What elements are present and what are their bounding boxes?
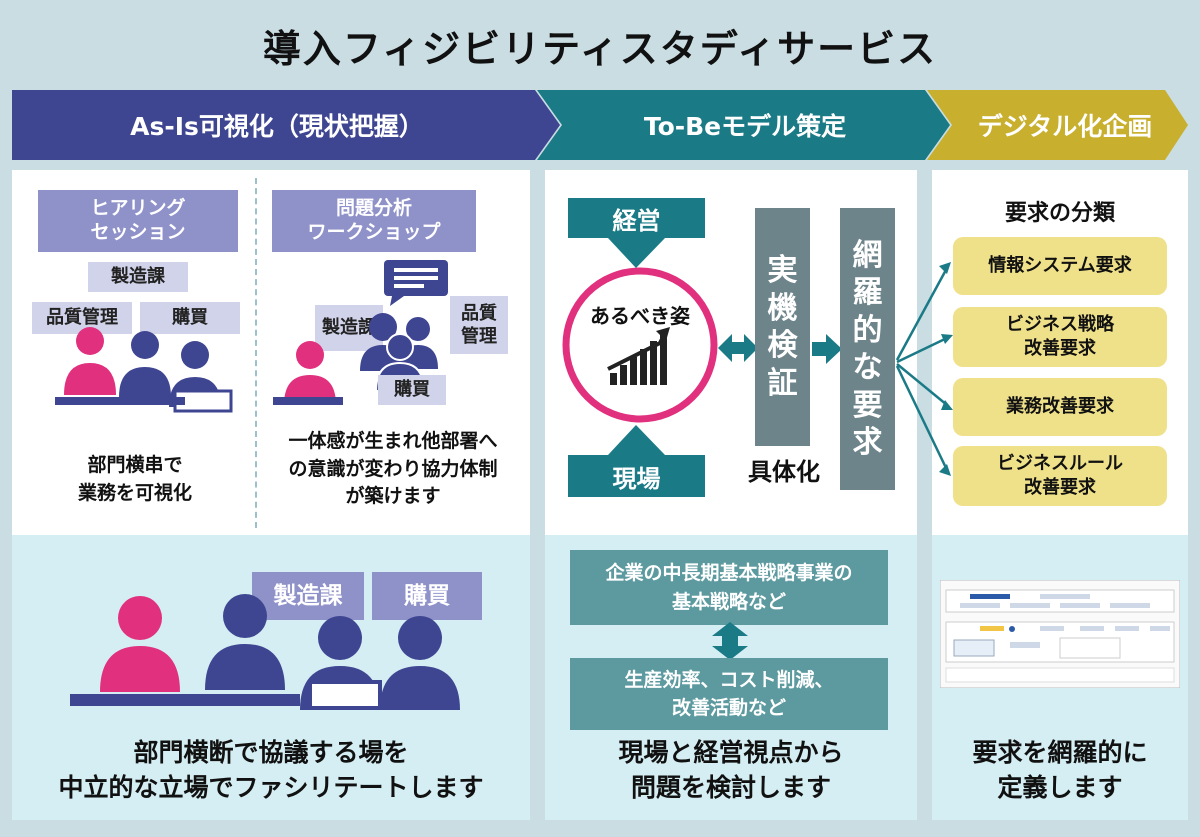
workshop-caption-line1: 一体感が生まれ他部署へ <box>288 430 498 452</box>
hearing-people-illustration <box>55 327 233 413</box>
tobe-bottom-caption: 現場と経営視点から 問題を検討します <box>545 735 917 805</box>
ws-tag-hinshitsu-2: 管理 <box>461 326 497 347</box>
workshop-caption: 一体感が生まれ他部署へ の意識が変わり協力体制 が築けます <box>262 428 524 511</box>
bottom-tag-kobai: 購買 <box>372 572 482 620</box>
moura-char-1: 網 <box>852 237 883 273</box>
growth-chart-icon <box>607 327 670 385</box>
meeting-illustration <box>70 594 460 710</box>
genba-label: 現場 <box>612 464 661 493</box>
hearing-caption-line1: 部門横串で <box>87 454 183 476</box>
requirements-heading: 要求の分類 <box>1004 201 1115 226</box>
vertical-double-arrow-icon <box>712 622 748 660</box>
phase-digital-label: デジタル化企画 <box>977 112 1153 141</box>
tobe-bottom-caption-line1: 現場と経営視点から <box>618 738 844 767</box>
moura-column: 網 羅 的 な 要 求 <box>840 208 895 490</box>
hearing-session-box: ヒアリングセッション <box>38 190 238 252</box>
workshop-box: 問題分析ワークショップ <box>272 190 476 252</box>
ws-tag-hinshitsu: 品質管理 <box>450 296 508 354</box>
requirement-2-line1: ビジネス戦略 <box>1006 313 1114 335</box>
asis-bottom-caption: 部門横断で協議する場を 中立的な立場でファシリテートします <box>12 735 530 805</box>
workshop-people-illustration <box>273 313 438 405</box>
efficiency-line2: 改善活動など <box>671 697 786 719</box>
requirement-2-line2: 改善要求 <box>1024 338 1096 359</box>
moura-char-5: 要 <box>852 387 883 423</box>
ws-tag-hinshitsu-1: 品質 <box>461 302 497 324</box>
tag-kobai: 購買 <box>140 302 240 334</box>
tag-seizo: 製造課 <box>88 262 188 292</box>
gutaika-label: 具体化 <box>748 458 820 486</box>
requirement-business-rules: ビジネスルール改善要求 <box>953 446 1167 506</box>
requirement-1-line1: 情報システム要求 <box>988 254 1132 276</box>
requirement-3-line1: 業務改善要求 <box>1006 395 1114 417</box>
efficiency-box: 生産効率、コスト削減、改善活動など <box>570 658 888 730</box>
fanout-arrows <box>895 262 953 476</box>
right-arrow-icon <box>812 334 842 364</box>
asis-bottom-caption-line2: 中立的な立場でファシリテートします <box>58 773 484 802</box>
workshop-caption-line3: が築けます <box>345 485 441 508</box>
jikki-char-3: 検 <box>767 328 798 363</box>
strategy-line2: 基本戦略など <box>671 590 786 613</box>
asis-divider <box>255 178 257 528</box>
requirement-4-line2: 改善要求 <box>1024 477 1096 498</box>
requirements-document-thumbnail <box>940 580 1180 688</box>
phase-asis-label: As-Is可視化（現状把握） <box>130 112 424 141</box>
chat-bubble-icon <box>384 260 448 306</box>
moura-char-6: 求 <box>852 425 883 460</box>
moura-char-4: な <box>852 350 883 385</box>
efficiency-line1: 生産効率、コスト削減、 <box>624 668 834 691</box>
hearing-caption: 部門横串で 業務を可視化 <box>30 452 240 507</box>
tobe-bottom-caption-line2: 問題を検討します <box>630 773 831 802</box>
phase-digital-arrow <box>927 90 1188 160</box>
phase-banner <box>12 90 1188 160</box>
digital-bottom-caption: 要求を網羅的に 定義します <box>932 735 1188 805</box>
workshop-line2: ワークショップ <box>307 221 441 243</box>
hearing-line1: ヒアリング <box>90 197 186 220</box>
arubeki-label: あるべき姿 <box>590 304 690 328</box>
keiei-label: 経営 <box>612 206 661 235</box>
tag-hinshitsu: 品質管理 <box>32 302 132 334</box>
arubeki-circle <box>562 267 718 423</box>
jikki-char-1: 実 <box>767 253 798 288</box>
ws-tag-kobai: 購買 <box>378 375 446 405</box>
workshop-caption-line2: の意識が変わり協力体制 <box>288 457 498 480</box>
jikki-char-2: 機 <box>767 290 798 326</box>
requirement-operations: 業務改善要求 <box>953 378 1167 436</box>
keiei-arrow <box>568 198 705 268</box>
asis-bottom-caption-line1: 部門横断で協議する場を <box>133 738 409 767</box>
phase-asis-arrow <box>12 90 560 160</box>
hearing-caption-line2: 業務を可視化 <box>77 481 192 504</box>
jikki-kensho-column: 実 機 検 証 <box>755 208 810 446</box>
requirement-info-system: 情報システム要求 <box>953 237 1167 295</box>
bottom-tag-seizo: 製造課 <box>252 572 364 620</box>
moura-char-2: 羅 <box>852 275 883 310</box>
page-title: 導入フィジビリティスタディサービス <box>262 27 938 71</box>
strategy-line1: 企業の中長期基本戦略事業の <box>605 562 853 584</box>
moura-char-3: 的 <box>852 312 883 348</box>
requirement-4-line1: ビジネスルール <box>997 452 1123 474</box>
digital-bottom-caption-line2: 定義します <box>997 773 1123 802</box>
genba-arrow <box>568 425 705 497</box>
jikki-char-4: 証 <box>767 365 798 401</box>
workshop-line1: 問題分析 <box>335 197 412 220</box>
digital-bottom-caption-line1: 要求を網羅的に <box>972 738 1148 767</box>
phase-tobe-arrow <box>537 90 950 160</box>
strategy-box: 企業の中長期基本戦略事業の基本戦略など <box>570 550 888 625</box>
hearing-line2: セッション <box>90 221 186 243</box>
requirement-business-strategy: ビジネス戦略改善要求 <box>953 307 1167 367</box>
phase-tobe-label: To-Beモデル策定 <box>643 112 847 141</box>
double-arrow-icon <box>718 334 758 362</box>
